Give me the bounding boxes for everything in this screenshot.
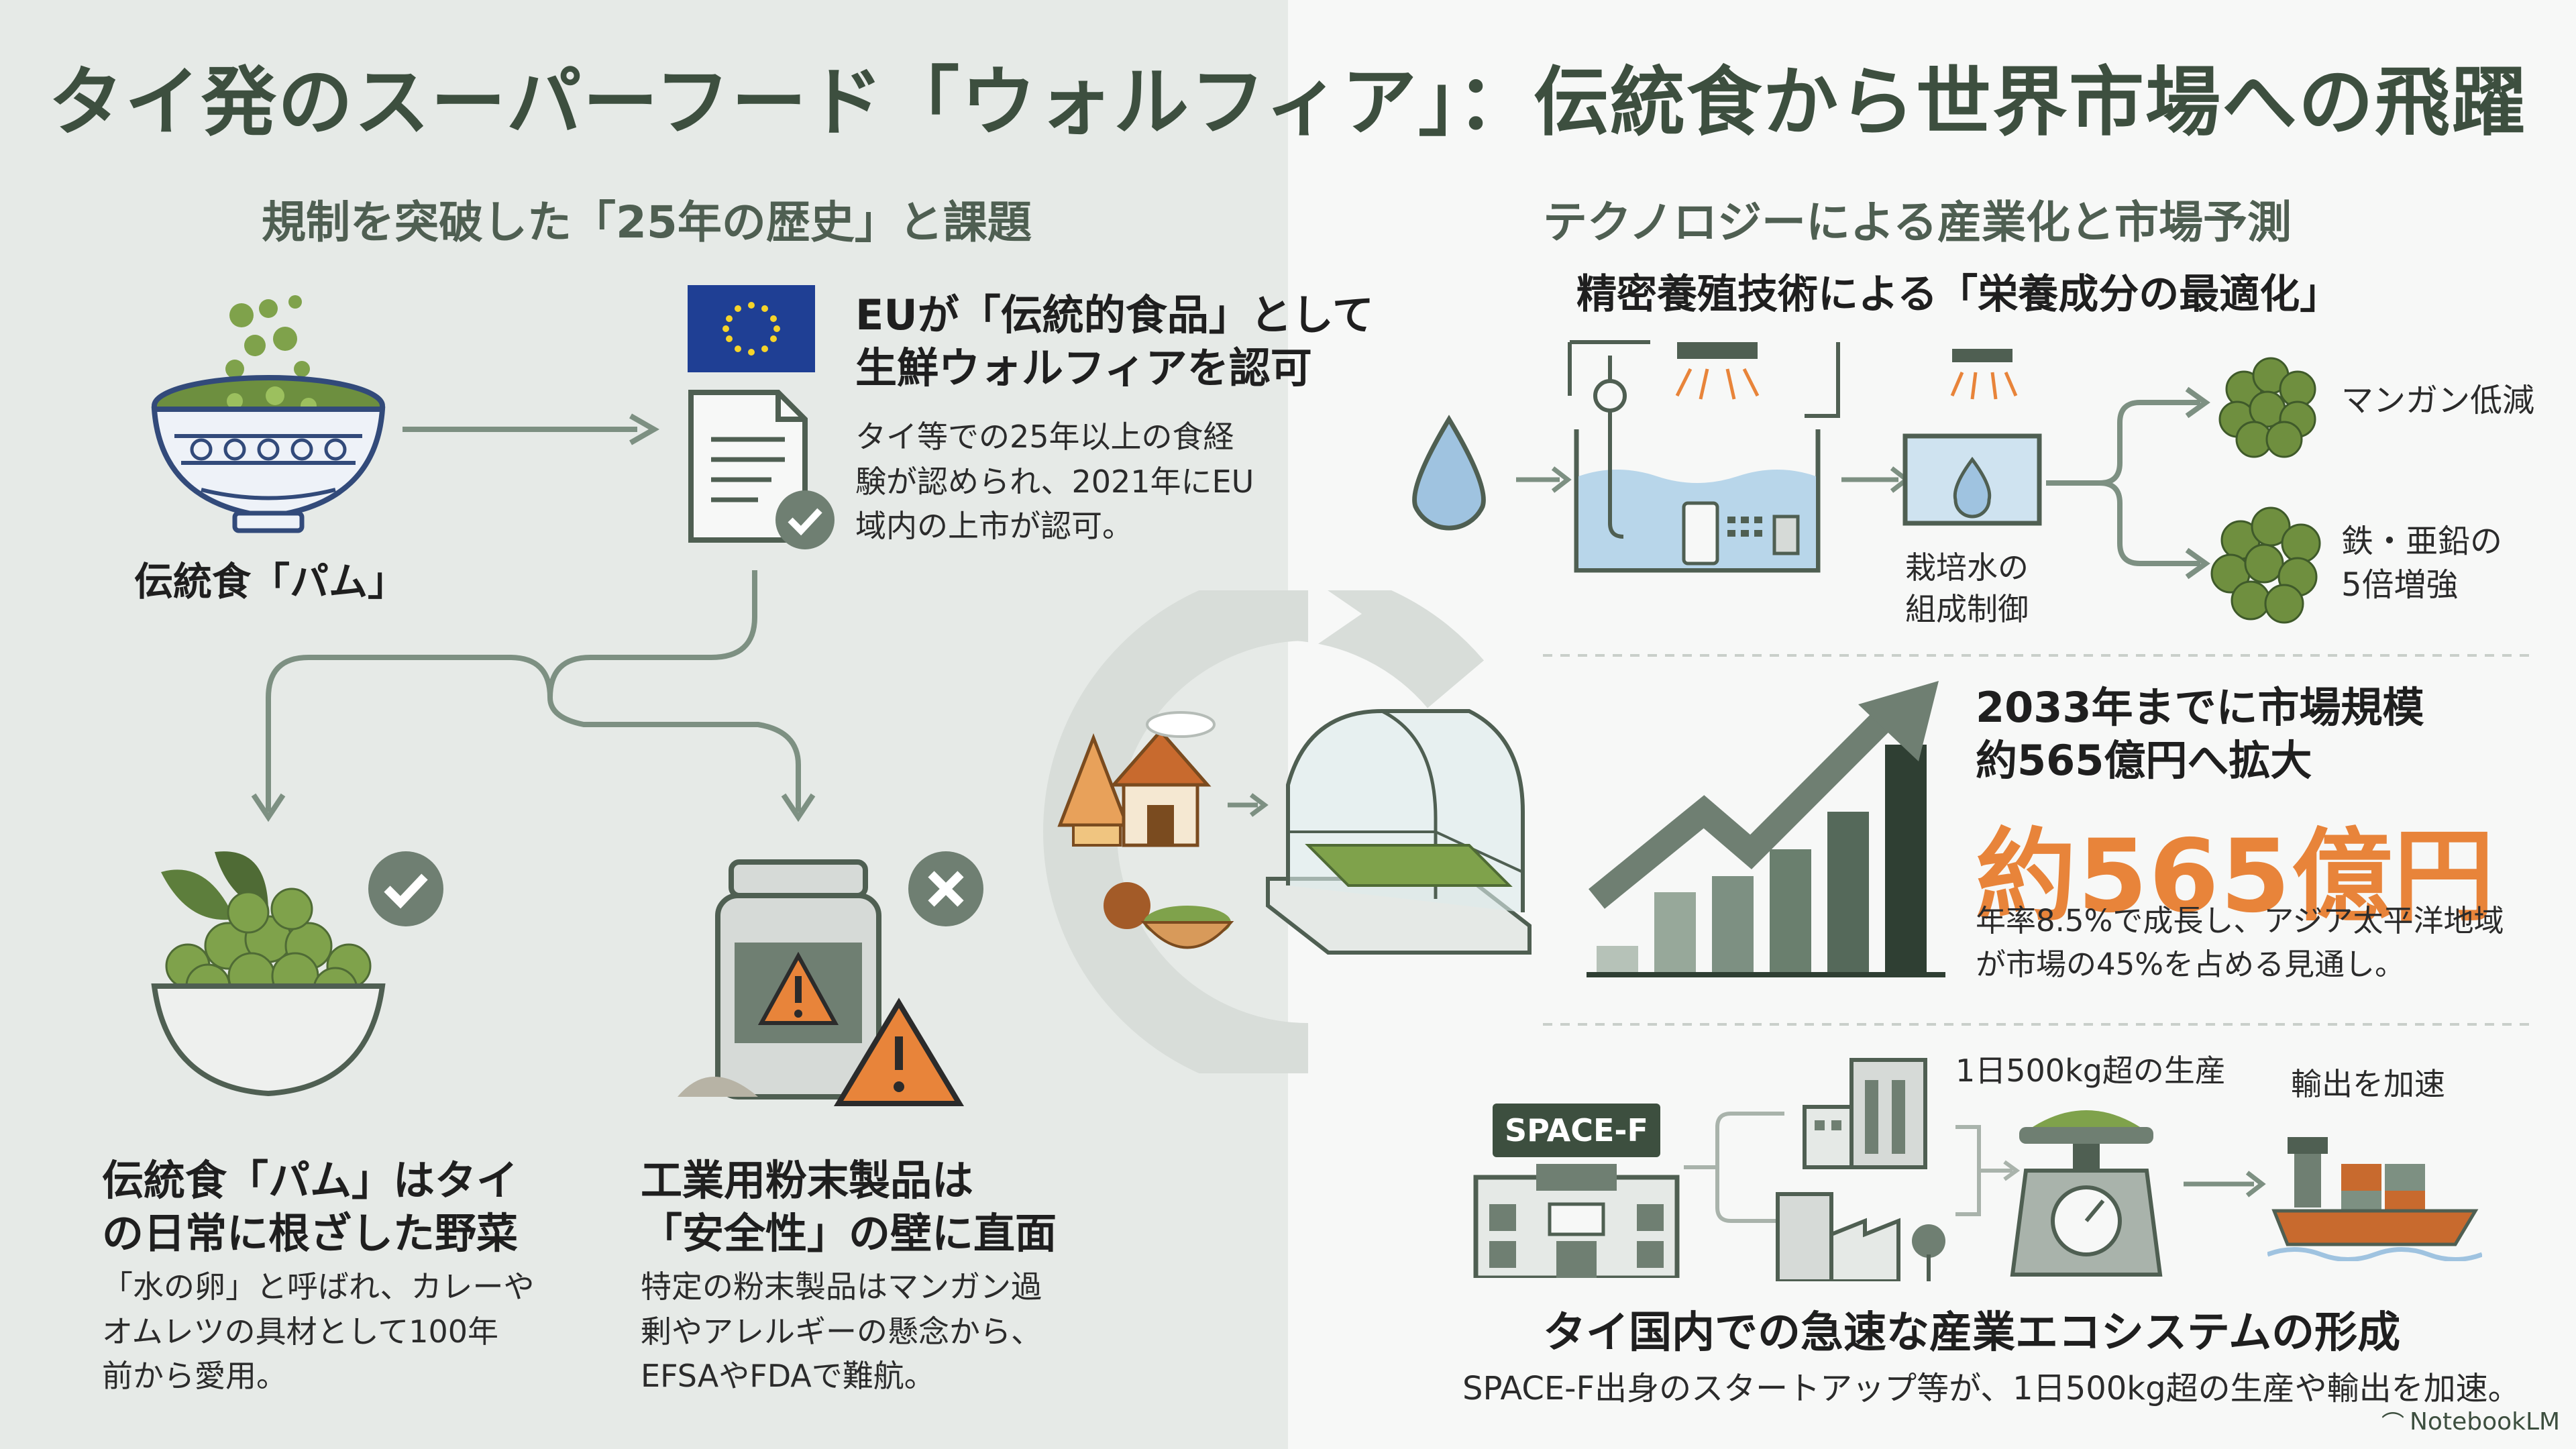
spacef-sign: SPACE-F — [1493, 1104, 1660, 1157]
wolffia-cluster-icon — [2210, 506, 2321, 624]
market-heading: 2033年までに市場規模 約565億円へ拡大 — [1976, 683, 2424, 786]
traditional-veg-heading: 伝統食「パム」はタイ の日常に根ざした野菜 — [102, 1156, 519, 1258]
chart-bar — [1712, 876, 1754, 973]
bowl-label: 伝統食「パム」 — [134, 559, 407, 604]
cargo-ship-icon — [2267, 1137, 2482, 1261]
chart-bar — [1885, 745, 1927, 973]
section-divider — [1543, 654, 2536, 657]
right-section-title: テクノロジーによる産業化と市場予測 — [1543, 197, 2292, 248]
merge-arrow-icon — [1955, 1125, 2021, 1216]
export-label: 輸出を加速 — [2291, 1066, 2445, 1102]
section-divider — [1543, 1023, 2536, 1026]
production-label: 1日500kg超の生産 — [1955, 1053, 2226, 1089]
eu-flag-icon — [688, 285, 815, 372]
startup-building-icon — [1803, 1058, 1927, 1169]
chart-bar — [1654, 892, 1696, 973]
chart-bar — [1770, 849, 1811, 973]
powder-safety-heading: 工業用粉末製品は 「安全性」の壁に直面 — [641, 1156, 1057, 1258]
vegetable-bowl-icon — [151, 851, 386, 1097]
certified-document-icon — [688, 390, 835, 549]
eu-approval-body: タイ等での25年以上の食経 験が認められ、2021年にEU 域内の上市が認可。 — [855, 419, 1254, 545]
trend-arrow — [1589, 695, 1908, 909]
factory-icon — [1776, 1192, 1945, 1281]
split-arrow-icon — [2046, 386, 2210, 580]
left-section-title: 規制を突破した「25年の歴史」と課題 — [262, 197, 1032, 248]
cultivation-tank-icon — [1568, 340, 1840, 573]
footer-brand: ⌒ NotebookLM — [2381, 1405, 2560, 1438]
ecosystem-body: SPACE-F出身のスタートアップ等が、1日500kg超の生産や輸出を加速。 — [1462, 1370, 2520, 1407]
precision-title: 精密養殖技術による「栄養成分の最適化」 — [1576, 271, 2341, 318]
ecosystem-heading: タイ国内での急速な産業エコシステムの形成 — [1543, 1308, 2401, 1358]
iron-zinc-label: 鉄・亜鉛の 5倍増強 — [2341, 523, 2503, 604]
branch-arrow-icon — [1684, 1112, 1784, 1223]
eu-approval-heading: EUが「伝統的食品」として 生鮮ウォルフィアを認可 — [855, 290, 1374, 393]
manganese-reduction-label: マンガン低減 — [2341, 382, 2535, 419]
traditional-veg-body: 「水の卵」と呼ばれ、カレーや オムレツの具材として100年 前から愛用。 — [102, 1269, 535, 1395]
branch-arrow-icon — [251, 570, 816, 822]
cycle-greenhouse-icon — [1043, 590, 1532, 1073]
page-title: タイ発のスーパーフード「ウォルフィア」：伝統食から世界市場への飛躍 — [48, 59, 2528, 146]
chart-bar — [1597, 946, 1638, 973]
arrow-right-icon — [1516, 466, 1572, 493]
arrow-right-icon — [2184, 1171, 2266, 1197]
chart-bar — [1827, 812, 1869, 973]
powder-jar-warning-icon — [678, 859, 965, 1106]
arrow-right-icon — [402, 413, 660, 445]
water-drop-icon — [1412, 415, 1486, 531]
soup-bowl-icon — [151, 295, 386, 533]
market-size-figure: 約565億円 — [1976, 818, 2496, 935]
notebooklm-icon: ⌒ — [2381, 1411, 2404, 1438]
check-circle-icon — [368, 851, 443, 926]
nutrient-control-icon — [1902, 349, 2042, 526]
water-control-label: 栽培水の 組成制御 — [1905, 549, 2029, 628]
footer-brand-label: NotebookLM — [2410, 1408, 2561, 1436]
market-growth-chart — [1587, 681, 1945, 977]
market-body: 年率8.5%で成長し、アジア太平洋地域 が市場の45%を占める見通し。 — [1976, 903, 2504, 983]
production-scale-icon — [2010, 1110, 2163, 1277]
incubator-building-icon — [1473, 1164, 1680, 1278]
trend-arrow-head — [1858, 681, 1939, 761]
wolffia-cluster-icon — [2218, 357, 2316, 458]
cross-circle-icon — [908, 851, 983, 926]
powder-safety-body: 特定の粉末製品はマンガン過 剰やアレルギーの懸念から、 EFSAやFDAで難航。 — [641, 1269, 1042, 1395]
